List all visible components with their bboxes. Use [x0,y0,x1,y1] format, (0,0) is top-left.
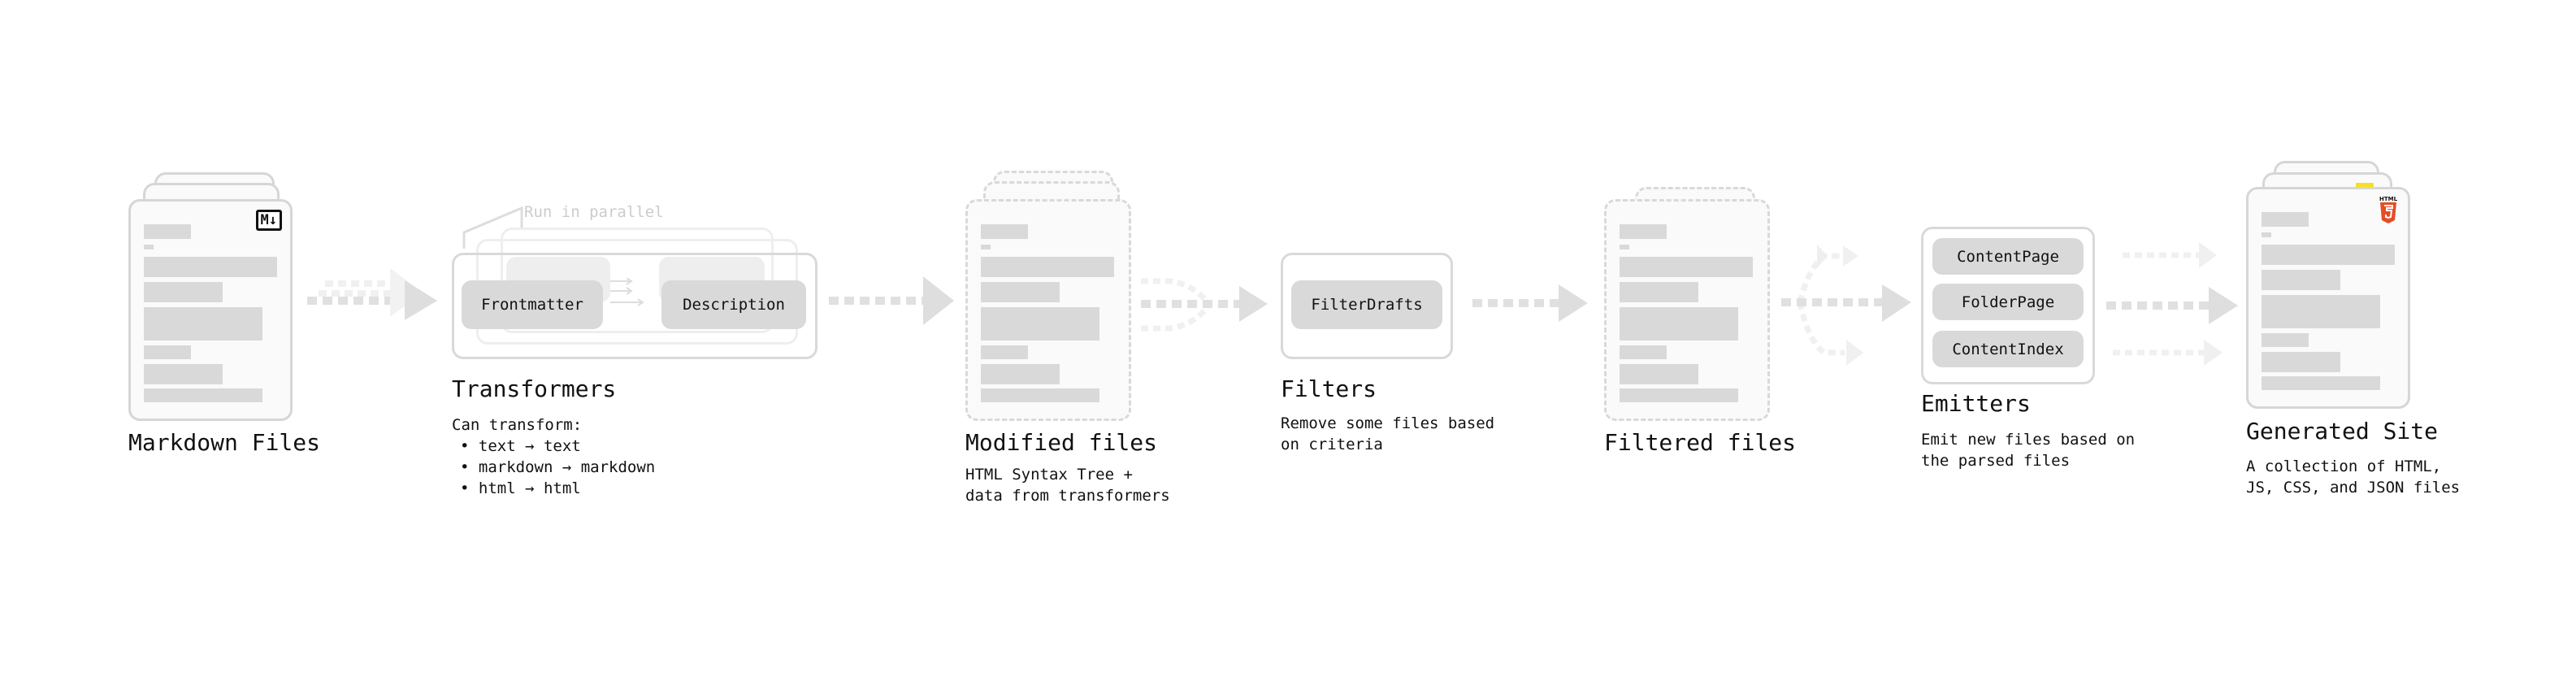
plugin-filterdrafts: FilterDrafts [1291,280,1442,329]
document-line-placeholder [1620,364,1698,384]
filtered-files-label: Filtered files [1604,429,1797,456]
document-line-placeholder [2262,295,2380,328]
arrow-filters-to-filtered [1472,284,1588,322]
generated-site-label: Generated Site [2246,418,2439,445]
document-line-placeholder [981,307,1099,340]
arrow-filtered-to-emitters [1781,245,1911,366]
arrow-transformers-to-modified [829,276,954,325]
sequence-arrows [610,278,644,306]
document-line-placeholder [144,245,154,249]
generated-file-card: HTML [2246,187,2410,409]
document-line-placeholder [1620,224,1667,239]
document-line-placeholder [1620,307,1738,340]
markdown-file-card: M↓ [128,199,293,421]
markdown-icon: M↓ [255,210,282,231]
bullet-text: html → html [478,479,581,497]
document-line-placeholder [981,257,1114,277]
emitters-label: Emitters [1921,390,2031,417]
modified-file-card [965,199,1131,421]
document-line-placeholder [981,224,1028,239]
html5-badge-text: HTML [2379,196,2398,202]
markdown-files-label: Markdown Files [128,429,321,456]
modified-desc-2: data from transformers [965,487,1170,505]
plugin-folderpage: FolderPage [1932,284,2084,320]
document-line-placeholder [144,364,223,384]
document-line-placeholder [981,245,991,249]
transform-bullet: • html → html [460,479,581,497]
document-line-placeholder [981,364,1060,384]
arrow-emitters-to-site [2106,242,2238,366]
emitters-desc-1: Emit new files based on [1921,431,2136,449]
plugin-contentpage: ContentPage [1932,238,2084,275]
emitters-desc-2: the parsed files [1921,452,2071,470]
generated-desc-1: A collection of HTML, [2246,458,2442,475]
document-line-placeholder [2262,245,2395,265]
document-line-placeholder [144,345,191,359]
plugin-contentindex: ContentIndex [1932,331,2084,367]
document-line-placeholder [981,388,1099,402]
transformers-box: Frontmatter Description [452,253,817,359]
filters-box: FilterDrafts [1281,253,1453,359]
document-line-placeholder [144,257,277,277]
html5-shield-icon [2380,202,2396,223]
filtered-file-card [1604,199,1770,421]
bullet-text: markdown → markdown [478,458,656,476]
modified-files-label: Modified files [965,429,1158,456]
transform-bullet: • markdown → markdown [460,458,656,476]
filters-label: Filters [1281,375,1377,402]
html5-icon: HTML [2379,196,2398,227]
modified-desc-1: HTML Syntax Tree + [965,466,1133,484]
arrow-modified-to-filters [1141,278,1268,332]
document-line-placeholder [1620,282,1698,302]
transformers-label: Transformers [452,375,617,402]
document-line-placeholder [981,345,1028,359]
document-line-placeholder [2262,376,2380,390]
document-line-placeholder [144,282,223,302]
bullet-text: text → text [478,437,581,455]
plugin-description: Description [661,280,806,329]
document-line-placeholder [144,307,262,340]
document-line-placeholder [144,388,262,402]
document-line-placeholder [2262,270,2340,290]
filters-desc-2: on criteria [1281,436,1383,453]
document-line-placeholder [2262,232,2271,237]
generated-desc-2: JS, CSS, and JSON files [2246,479,2461,497]
document-line-placeholder [2262,212,2309,227]
transformers-intro: Can transform: [452,416,583,434]
document-line-placeholder [1620,388,1738,402]
document-line-placeholder [1620,257,1753,277]
document-line-placeholder [2262,333,2309,347]
parallel-note: Run in parallel [524,203,664,221]
plugin-frontmatter: Frontmatter [462,280,603,329]
emitters-box: ContentPage FolderPage ContentIndex [1921,227,2095,384]
parallel-bracket [462,206,523,249]
document-line-placeholder [1620,245,1629,249]
transform-bullet: • text → text [460,437,581,455]
filters-desc-1: Remove some files based [1281,414,1495,432]
document-line-placeholder [2262,352,2340,372]
arrow-markdown-to-transformers [307,268,437,320]
document-line-placeholder [1620,345,1667,359]
document-line-placeholder [981,282,1060,302]
document-line-placeholder [144,224,191,239]
